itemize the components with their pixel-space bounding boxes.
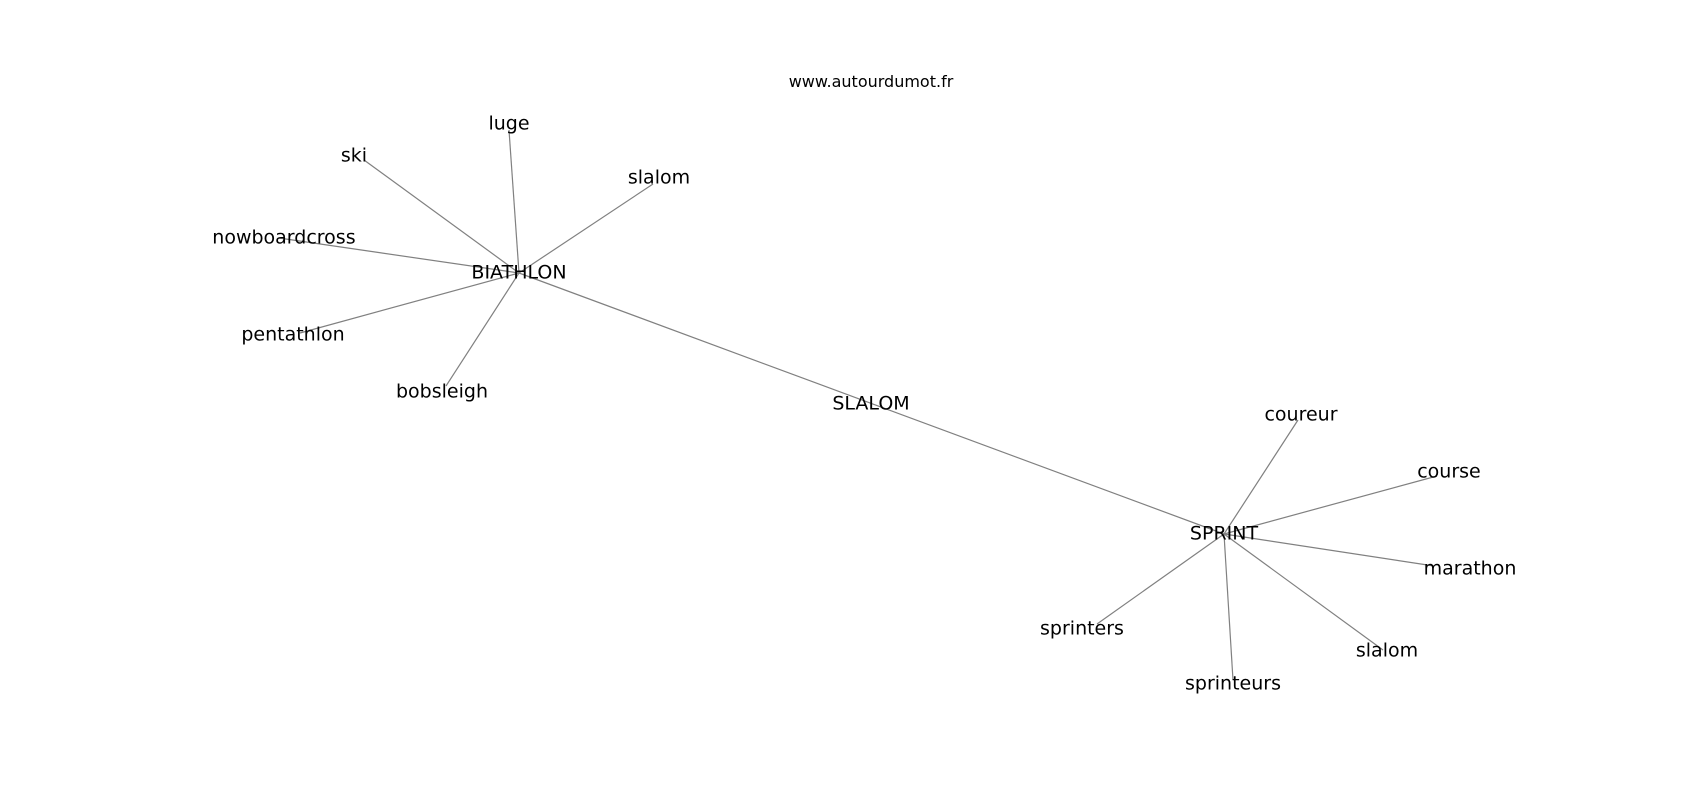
source-watermark: www.autourdumot.fr — [788, 72, 954, 91]
edge-sprint-sprinteurs — [1223, 533, 1234, 681]
edge-biathlon-luge — [508, 129, 520, 274]
edge-sprint-marathon — [1223, 533, 1435, 567]
edge-biathlon-ski — [363, 159, 520, 274]
node-luge: luge — [488, 113, 529, 135]
node-ski: ski — [341, 145, 367, 167]
edge-biathlon-sprint — [518, 272, 1225, 535]
edge-sprint-slalom_s — [1223, 533, 1384, 651]
edge-sprint-course — [1223, 475, 1438, 535]
node-bobsleigh: bobsleigh — [396, 381, 488, 403]
node-pentathlon: pentathlon — [241, 324, 344, 346]
node-slalom-center: SLALOM — [832, 393, 909, 415]
edge-biathlon-snowboardcross — [278, 237, 520, 274]
graph-labels: SLALOM BIATHLON SPRINT luge ski slalom snowboa… — [213, 113, 1516, 695]
node-coureur: coureur — [1264, 404, 1337, 426]
node-slalom-biathlon: slalom — [628, 167, 690, 189]
node-snowboardcross: snowboardcross — [213, 227, 356, 249]
node-marathon: marathon — [1424, 558, 1517, 580]
node-biathlon: BIATHLON — [471, 262, 566, 284]
edge-biathlon-pentathlon — [299, 272, 520, 334]
node-sprinteurs: sprinteurs — [1185, 673, 1281, 695]
edge-sprint-coureur — [1223, 419, 1299, 535]
node-slalom-sprint: slalom — [1356, 640, 1418, 662]
edge-biathlon-bobsleigh — [445, 272, 520, 387]
edge-sprint-sprinters — [1096, 533, 1225, 625]
graph-edges — [278, 129, 1438, 681]
edge-biathlon-slalom_b — [518, 183, 654, 274]
word-graph: SLALOM BIATHLON SPRINT luge ski slalom snowboa… — [213, 113, 1516, 695]
graph-plot-area: SLALOM BIATHLON SPRINT luge ski slalom snowboa… — [213, 0, 1700, 800]
node-course: course — [1417, 461, 1481, 483]
node-sprinters: sprinters — [1040, 618, 1124, 640]
node-sprint: SPRINT — [1190, 523, 1259, 545]
